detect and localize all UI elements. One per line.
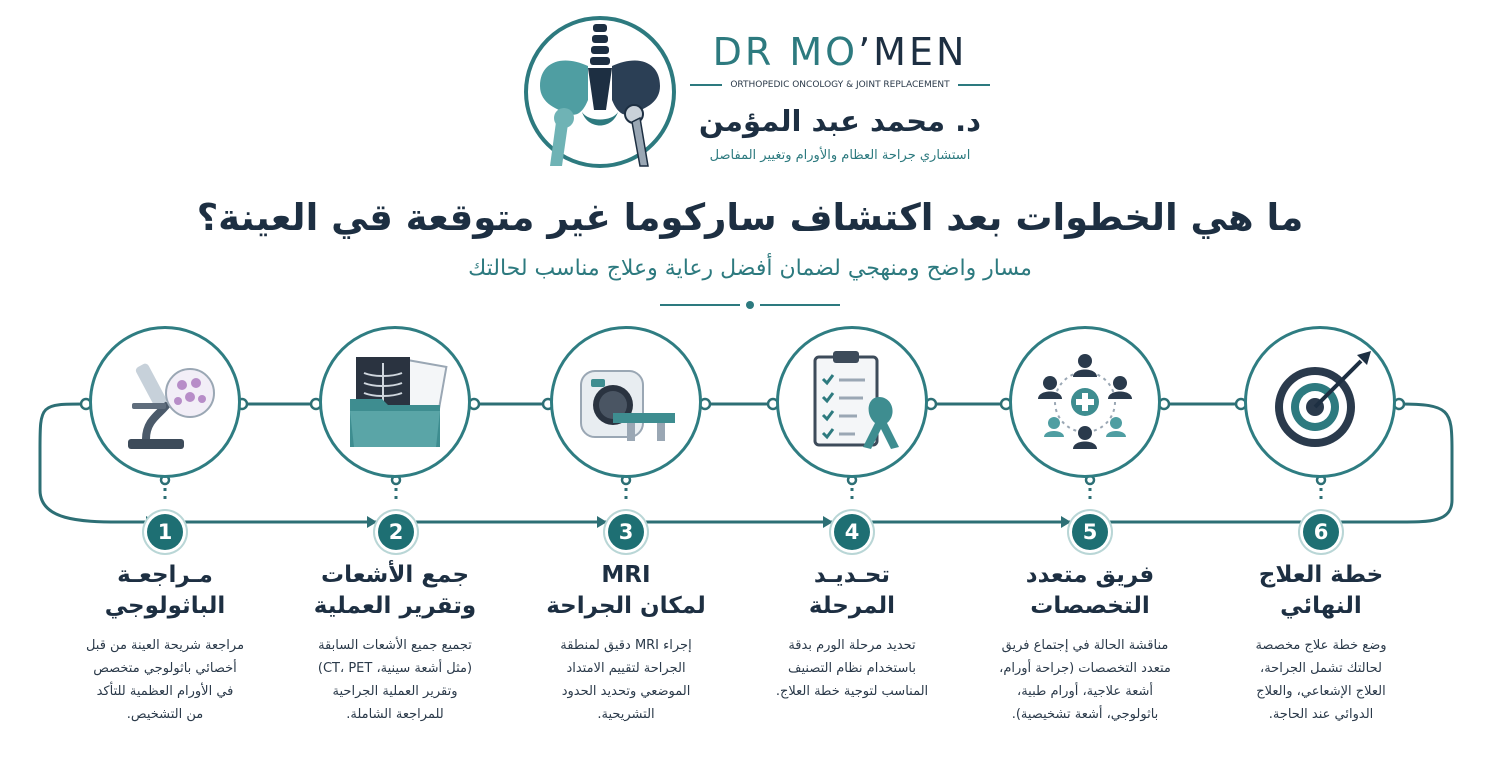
step-4-desc-line: تحديد مرحلة الورم بدقة	[788, 638, 916, 653]
step-3-title: MRI لمكان الجراحة	[521, 560, 731, 622]
brand-title-apostrophe: ’	[858, 30, 874, 74]
step-3-desc-line: التشريحية.	[597, 707, 655, 722]
step-2-desc-line: وتقرير العملية الجراحية	[332, 684, 458, 699]
pelvis-hip-logo-icon	[524, 16, 676, 168]
step-1-desc-line: مراجعة شريحة العينة من قبل	[85, 638, 245, 653]
step-5-title-line1: فريق متعدد	[1025, 562, 1155, 588]
step-3-description: إجراء MRI دقيق لمنطقة الجراحة لتقييم الا…	[526, 634, 726, 726]
step-4-number: 4	[834, 514, 870, 550]
xray-folder-icon	[350, 357, 448, 447]
step-1-title-line2: الباثولوجي	[104, 593, 226, 619]
flow-connectors	[38, 397, 1454, 528]
brand-title: DR MO’MEN	[690, 30, 990, 74]
step-1-title: مـراجعـة الباثولوجي	[60, 560, 270, 622]
step-2-title: جمع الأشعات وتقرير العملية	[290, 560, 500, 622]
step-2-number: 2	[378, 514, 414, 550]
step-1-desc-line: أخصائي باثولوجي متخصص	[93, 661, 237, 676]
step-3-desc-line: إجراء MRI دقيق لمنطقة	[560, 638, 692, 653]
step-6-desc-line: وضع خطة علاج مخصصة	[1255, 638, 1387, 653]
step-4-circle	[776, 326, 928, 478]
step-6-title-line1: خطة العلاج	[1258, 562, 1384, 588]
team-medical-icon	[1038, 354, 1132, 449]
step-3-circle	[550, 326, 702, 478]
step-2-title-line1: جمع الأشعات	[320, 562, 470, 588]
step-3-number: 3	[608, 514, 644, 550]
step-5-desc-line: باثولوجي، أشعة تشخيصية).	[1011, 707, 1159, 722]
step-5-title-line2: التخصصات	[1030, 593, 1150, 619]
step-4-title-line2: المرحلة	[808, 593, 896, 619]
step-6-number: 6	[1303, 514, 1339, 550]
step-5-desc-line: أشعة علاجية، أورام طبية،	[1017, 684, 1153, 699]
doctor-role: استشاري جراحة العظام والأورام وتغيير الم…	[709, 148, 971, 163]
step-4-desc-line: المناسب لتوجية خطة العلاج.	[775, 684, 929, 699]
step-5-description: مناقشة الحالة في إجتماع فريق متعدد التخص…	[975, 634, 1195, 726]
step-6-desc-line: لحالتك تشمل الجراحة،	[1260, 661, 1382, 676]
step-5-number: 5	[1072, 514, 1108, 550]
step-5-desc-line: مناقشة الحالة في إجتماع فريق	[1001, 638, 1169, 653]
target-arrow-icon	[1275, 351, 1371, 447]
brand-title-part2: MEN	[873, 30, 968, 74]
step-2-circle	[319, 326, 471, 478]
page-title: ما هي الخطوات بعد اكتشاف ساركوما غير متو…	[196, 196, 1304, 239]
step-2-description: تجميع جميع الأشعات السابقة (مثل أشعة سين…	[295, 634, 495, 726]
brand-subtitle-text: ORTHOPEDIC ONCOLOGY & JOINT REPLACEMENT	[730, 80, 950, 90]
step-4-description: تحديد مرحلة الورم بدقة باستخدام نظام الت…	[752, 634, 952, 703]
step-1-desc-line: من التشخيص.	[126, 707, 204, 722]
step-6-desc-line: الدوائي عند الحاجة.	[1268, 707, 1374, 722]
step-2-title-line2: وتقرير العملية	[313, 593, 477, 619]
step-6-description: وضع خطة علاج مخصصة لحالتك تشمل الجراحة، …	[1221, 634, 1421, 726]
step-6-title: خطة العلاج النهائي	[1216, 560, 1426, 622]
step-2-desc-line: (مثل أشعة سينية، CT، PET)	[317, 661, 473, 676]
mri-scanner-icon	[580, 370, 675, 441]
step-3-desc-line: الجراحة لتقييم الامتداد	[566, 661, 686, 676]
step-4-title-line1: تحـديـد	[813, 562, 891, 588]
step-3-title-line1: MRI	[601, 562, 651, 588]
microscope-icon	[128, 363, 215, 449]
step-2-desc-line: تجميع جميع الأشعات السابقة	[318, 638, 472, 653]
step-3-desc-line: الموضعي وتحديد الحدود	[561, 684, 691, 699]
clipboard-ribbon-icon	[813, 351, 899, 449]
step-1-circle	[89, 326, 241, 478]
step-2-desc-line: للمراجعة الشاملة.	[346, 707, 444, 722]
step-6-desc-line: العلاج الإشعاعي، والعلاج	[1256, 684, 1386, 699]
step-4-desc-line: باستخدام نظام التصنيف	[788, 661, 916, 676]
step-1-number: 1	[147, 514, 183, 550]
page-subtitle: مسار واضح ومنهجي لضمان أفضل رعاية وعلاج …	[468, 256, 1032, 281]
step-4-title: تحـديـد المرحلة	[747, 560, 957, 622]
step-5-circle	[1009, 326, 1161, 478]
step-6-title-line2: النهائي	[1280, 593, 1362, 619]
step-1-description: مراجعة شريحة العينة من قبل أخصائي باثولو…	[65, 634, 265, 726]
step-1-title-line1: مـراجعـة	[117, 562, 213, 588]
doctor-name: د. محمد عبد المؤمن	[698, 104, 982, 138]
brand-title-part1: DR MO	[712, 30, 859, 74]
step-1-desc-line: في الأورام العظمية للتأكد	[96, 684, 234, 699]
step-5-title: فريق متعدد التخصصات	[985, 560, 1195, 622]
step-5-desc-line: متعدد التخصصات (جراحة أورام،	[999, 661, 1171, 676]
title-divider	[660, 301, 840, 309]
divider-line	[690, 84, 723, 86]
step-3-title-line2: لمكان الجراحة	[546, 593, 706, 619]
divider-line	[957, 84, 991, 86]
brand-subtitle: ORTHOPEDIC ONCOLOGY & JOINT REPLACEMENT	[690, 80, 991, 90]
step-6-circle	[1244, 326, 1396, 478]
